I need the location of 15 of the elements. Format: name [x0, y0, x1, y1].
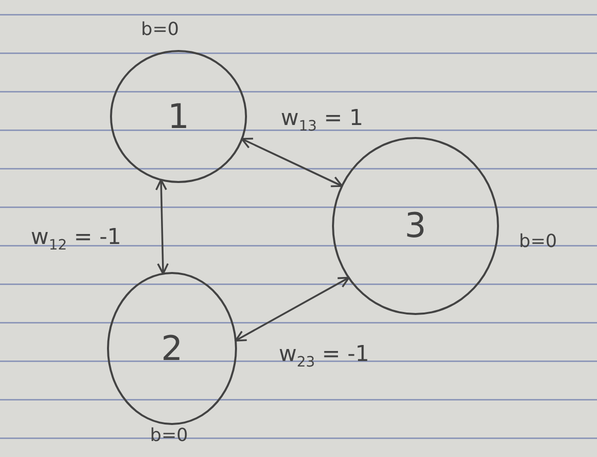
edge-label: w$_{13}$ = 1 — [280, 106, 364, 136]
bias-label: b=0 — [150, 426, 188, 446]
double-arrow — [234, 276, 350, 342]
double-arrow — [241, 138, 343, 188]
node-number: 2 — [161, 332, 183, 366]
bias-label: b=0 — [519, 232, 557, 252]
neuron-circle — [110, 50, 247, 183]
double-arrow — [155, 178, 169, 275]
bias-label: b=0 — [141, 20, 179, 40]
node-number: 1 — [168, 100, 190, 134]
node-number: 3 — [404, 209, 426, 243]
edge-label: w$_{23}$ = -1 — [278, 342, 370, 372]
neuron-circle — [107, 272, 237, 425]
edge-label: w$_{12}$ = -1 — [30, 225, 122, 255]
neuron-circle — [332, 137, 499, 315]
